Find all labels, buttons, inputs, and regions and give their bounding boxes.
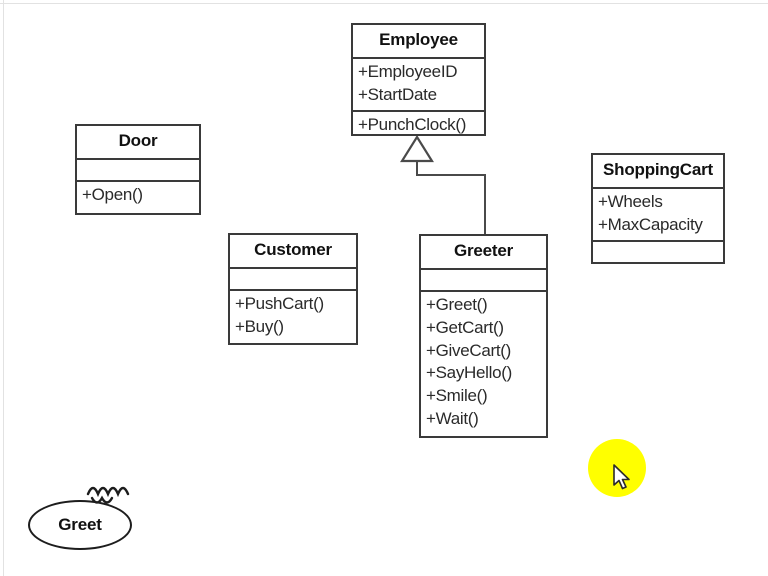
generalization-arrowhead-icon	[400, 135, 434, 163]
class-methods-greeter: +Greet() +GetCart() +GiveCart() +SayHell…	[421, 289, 546, 435]
usecase-greet[interactable]: Greet	[28, 500, 132, 550]
squiggle-crown-icon	[86, 486, 130, 504]
uml-class-employee[interactable]: Employee +EmployeeID +StartDate +PunchCl…	[351, 23, 486, 136]
uml-class-customer[interactable]: Customer +PushCart() +Buy()	[228, 233, 358, 345]
window-edge-top	[0, 3, 768, 4]
class-attributes-customer	[230, 266, 356, 289]
attribute-item: +MaxCapacity	[598, 214, 703, 234]
method-item: +PushCart()	[235, 293, 324, 313]
class-name-greeter: Greeter	[453, 241, 514, 260]
class-name-shoppingcart: ShoppingCart	[603, 160, 713, 179]
usecase-label: Greet	[58, 515, 102, 534]
method-item: +Greet()	[426, 294, 488, 314]
class-methods-customer: +PushCart() +Buy()	[230, 288, 356, 342]
mouse-pointer-icon	[613, 464, 630, 490]
method-item: +Smile()	[426, 386, 488, 406]
generalization-line-horizontal	[416, 174, 486, 176]
class-methods-employee: +PunchClock()	[353, 109, 484, 140]
method-item: +PunchClock()	[358, 114, 467, 134]
class-name-customer: Customer	[254, 240, 332, 259]
class-methods-door: +Open()	[77, 179, 199, 210]
class-name-door: Door	[118, 131, 158, 150]
class-attributes-door	[77, 157, 199, 180]
method-item: +Wait()	[426, 409, 479, 429]
attribute-item: +StartDate	[358, 84, 437, 104]
method-item: +Open()	[82, 184, 143, 204]
class-attributes-greeter	[421, 267, 546, 290]
uml-class-shoppingcart[interactable]: ShoppingCart +Wheels +MaxCapacity	[591, 153, 725, 264]
method-item: +SayHello()	[426, 363, 512, 383]
method-item: +GetCart()	[426, 317, 504, 337]
class-methods-shoppingcart	[593, 239, 723, 262]
method-item: +GiveCart()	[426, 340, 512, 360]
attribute-item: +EmployeeID	[358, 61, 458, 81]
class-attributes-shoppingcart: +Wheels +MaxCapacity	[593, 186, 723, 240]
uml-class-door[interactable]: Door +Open()	[75, 124, 201, 215]
method-item: +Buy()	[235, 316, 284, 336]
class-attributes-employee: +EmployeeID +StartDate	[353, 56, 484, 110]
generalization-line-vertical-bottom	[484, 174, 486, 235]
window-edge-left	[3, 0, 4, 576]
class-name-employee: Employee	[379, 30, 458, 49]
uml-class-greeter[interactable]: Greeter +Greet() +GetCart() +GiveCart() …	[419, 234, 548, 438]
attribute-item: +Wheels	[598, 191, 663, 211]
generalization-line-vertical-top	[416, 160, 418, 175]
